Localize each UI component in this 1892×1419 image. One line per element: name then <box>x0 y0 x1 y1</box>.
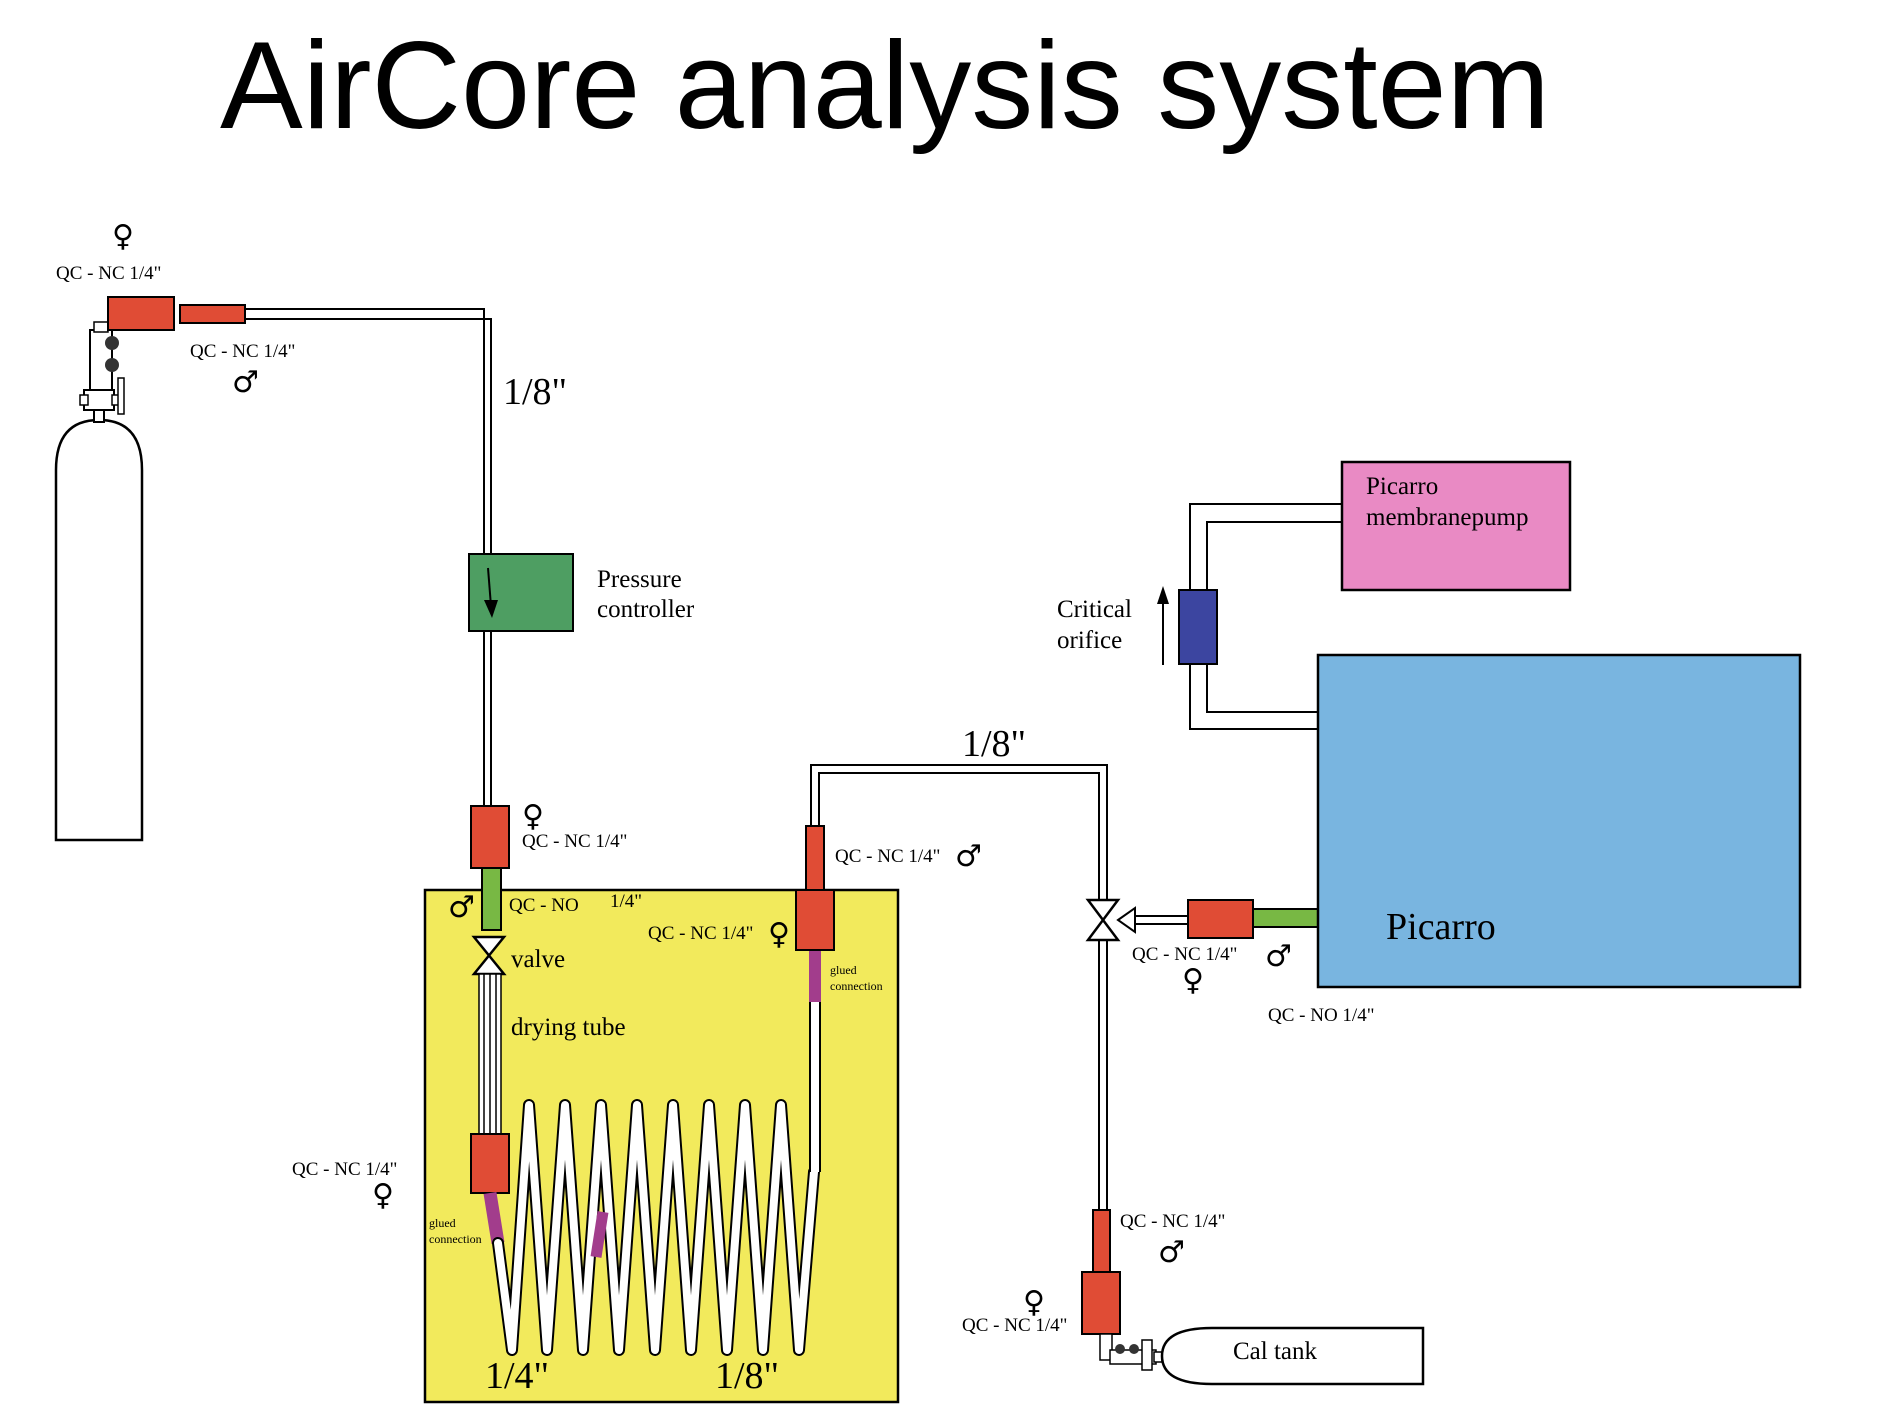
flow-arrow-icon <box>1157 586 1169 665</box>
qc-nc-connector-box-coil <box>470 1133 510 1194</box>
cal-line <box>1098 940 1108 1210</box>
label-qc-no-picarro: QC - NO 1/4" <box>1268 1005 1374 1026</box>
label-pressure-controller-2: controller <box>597 596 695 623</box>
label-valve: valve <box>511 946 565 973</box>
aircore-coil <box>492 1099 820 1356</box>
female-symbol-icon: ♀ <box>768 917 790 952</box>
qc-nc-connector-box-outlet <box>795 889 835 951</box>
label-qc-nc-outlet-line: QC - NC 1/4" <box>835 846 940 867</box>
critical-orifice <box>1178 589 1218 665</box>
label-coil-eighth: 1/8" <box>715 1355 779 1397</box>
female-symbol-icon: ♀ <box>1182 963 1204 998</box>
label-qc-nc-line: QC - NC 1/4" <box>190 341 295 362</box>
female-symbol-icon: ♀ <box>1023 1285 1045 1320</box>
glued-connection-right <box>809 950 821 1002</box>
label-sample-eighth: 1/8" <box>962 723 1026 765</box>
male-symbol-icon: ♂ <box>448 890 475 925</box>
qc-nc-connector-box-inlet <box>470 805 510 869</box>
label-qc-no-box-size: 1/4" <box>610 891 642 912</box>
label-pump-1: Picarro <box>1366 473 1438 500</box>
pressure-controller <box>468 553 574 632</box>
diagram-title: AirCore analysis system <box>220 17 1550 155</box>
label-supply-eighth: 1/8" <box>503 371 567 413</box>
qc-nc-connector-cal-line <box>1092 1209 1111 1273</box>
label-qc-nc-picarro: QC - NC 1/4" <box>1132 944 1237 965</box>
qc-nc-connector-cylinder <box>107 296 175 331</box>
picarro-membrane-pump <box>1340 460 1572 592</box>
label-cal-tank: Cal tank <box>1233 1338 1318 1365</box>
label-picarro: Picarro <box>1386 906 1496 948</box>
label-qc-no-box: QC - NO <box>509 895 579 916</box>
male-symbol-icon: ♂ <box>955 839 982 874</box>
label-orifice-1: Critical <box>1057 596 1132 623</box>
label-orifice-2: orifice <box>1057 627 1122 654</box>
gas-cylinder-icon <box>54 321 144 842</box>
label-qc-nc-box-coil: QC - NC 1/4" <box>292 1159 397 1180</box>
label-pump-2: membranepump <box>1366 504 1528 531</box>
label-qc-nc-box-outlet: QC - NC 1/4" <box>648 923 753 944</box>
male-symbol-icon: ♂ <box>1265 939 1292 974</box>
female-symbol-icon: ♀ <box>112 219 134 254</box>
three-way-valve-icon <box>1085 898 1188 942</box>
cal-tank-icon <box>1099 1326 1425 1386</box>
glued-connection-left <box>483 1191 505 1245</box>
label-qc-nc-box-inlet: QC - NC 1/4" <box>522 831 627 852</box>
male-symbol-icon: ♂ <box>1158 1235 1185 1270</box>
picarro-analyzer <box>1316 653 1802 989</box>
flow-arrow-icon <box>484 567 498 618</box>
sample-line-eighth <box>810 764 1108 900</box>
qc-nc-connector-picarro <box>1187 899 1254 939</box>
label-drying-tube: drying tube <box>511 1014 626 1041</box>
valve-icon <box>471 935 507 976</box>
drying-tube <box>478 973 502 1135</box>
female-symbol-icon: ♀ <box>522 799 544 834</box>
qc-nc-connector-outlet-line <box>805 825 825 891</box>
label-glued-left-2: connection <box>429 1232 482 1246</box>
label-glued-left-1: glued <box>429 1216 456 1230</box>
label-glued-right-2: connection <box>830 979 883 993</box>
label-qc-nc-cal-line: QC - NC 1/4" <box>1120 1211 1225 1232</box>
female-symbol-icon: ♀ <box>372 1178 394 1213</box>
supply-line-eighth <box>245 308 492 806</box>
label-glued-right-1: glued <box>830 963 857 977</box>
male-symbol-icon: ♂ <box>232 365 259 400</box>
qc-nc-connector-cal-tank <box>1081 1271 1121 1335</box>
glued-connection-mid <box>590 1211 609 1258</box>
qc-no-connector-picarro <box>1252 908 1319 928</box>
label-pressure-controller-1: Pressure <box>597 566 682 593</box>
label-qc-nc-top: QC - NC 1/4" <box>56 263 161 284</box>
label-qc-nc-cal-tank: QC - NC 1/4" <box>962 1315 1067 1336</box>
label-coil-quarter: 1/4" <box>485 1355 549 1397</box>
qc-no-connector-box <box>481 867 502 931</box>
qc-nc-connector-line <box>179 304 246 324</box>
